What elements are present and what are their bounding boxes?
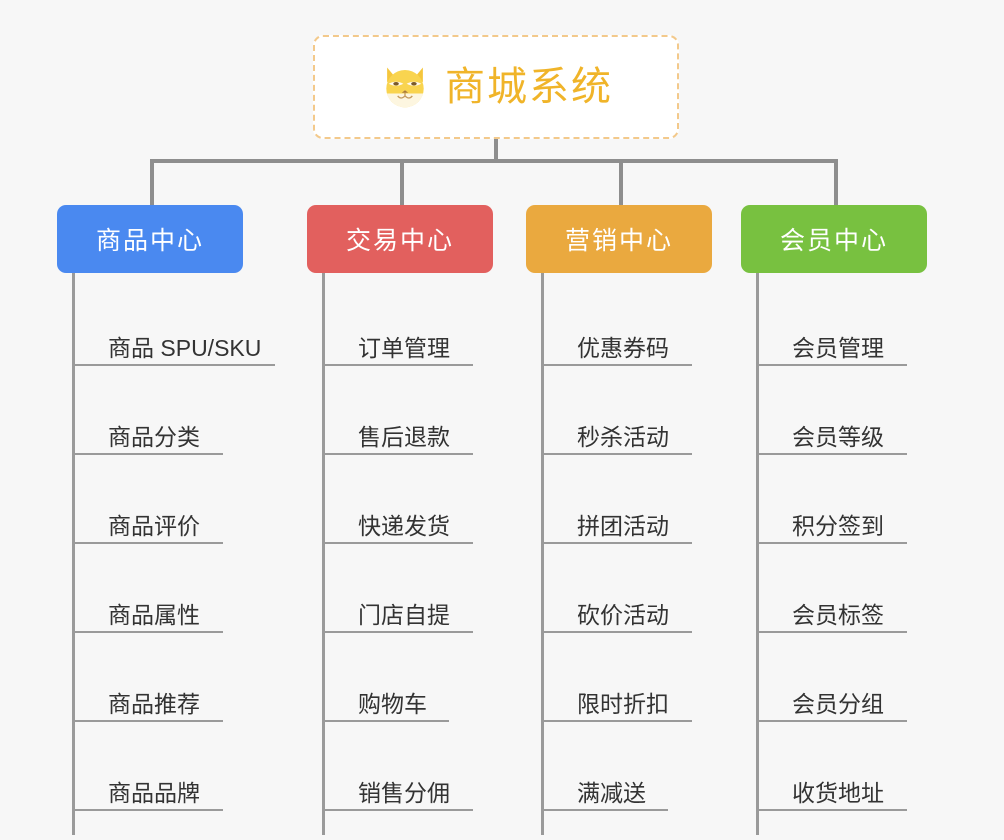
leaf-label: 砍价活动 (577, 601, 669, 628)
category-label-product-center: 商品中心 (95, 227, 204, 255)
connector-drop-member-center (834, 159, 838, 205)
leaf-underline (759, 364, 907, 366)
category-label-trade-center: 交易中心 (345, 227, 454, 255)
leaf-underline (544, 453, 692, 455)
leaf-label: 门店自提 (358, 601, 450, 628)
list-item[interactable]: 会员标签 (759, 544, 927, 633)
leaf-label: 商品评价 (108, 512, 200, 539)
root-node-title: 商城系统 (445, 65, 613, 109)
leaf-label: 商品品牌 (108, 779, 200, 806)
category-box-member-center[interactable]: 会员中心 (741, 205, 927, 273)
leaf-label: 订单管理 (358, 334, 450, 361)
branch-trade-center: 交易中心 订单管理 售后退款 快递发货 门店自提 购物车 (307, 205, 493, 835)
leaf-underline (759, 453, 907, 455)
list-item[interactable]: 砍价活动 (544, 544, 712, 633)
category-box-marketing-center[interactable]: 营销中心 (526, 205, 712, 273)
leaf-underline (75, 720, 223, 722)
leaf-underline (759, 631, 907, 633)
connector-drop-product-center (150, 159, 154, 205)
list-item[interactable]: 商品评价 (75, 455, 243, 544)
leaf-underline (759, 809, 907, 811)
leaf-underline (75, 453, 223, 455)
leaf-label: 商品 SPU/SKU (108, 334, 262, 361)
list-item[interactable]: 收货地址 (759, 722, 927, 811)
leaf-underline (759, 542, 907, 544)
leaf-label: 秒杀活动 (577, 423, 669, 450)
list-item[interactable]: 售后退款 (325, 366, 493, 455)
list-item[interactable]: 优惠券码 (544, 277, 712, 366)
list-item[interactable]: 销售分佣 (325, 722, 493, 811)
category-label-marketing-center: 营销中心 (564, 227, 673, 255)
list-item[interactable]: 购物车 (325, 633, 493, 722)
branch-product-center: 商品中心 商品 SPU/SKU 商品分类 商品评价 商品属性 商品推荐 (57, 205, 275, 835)
leaf-list-member-center: 会员管理 会员等级 积分签到 会员标签 会员分组 收货地址 (756, 273, 927, 835)
list-item[interactable]: 门店自提 (325, 544, 493, 633)
leaf-label: 快递发货 (358, 512, 450, 539)
category-box-trade-center[interactable]: 交易中心 (307, 205, 493, 273)
category-label-member-center: 会员中心 (779, 227, 888, 255)
leaf-underline (325, 542, 473, 544)
leaf-list-trade-center: 订单管理 售后退款 快递发货 门店自提 购物车 销售分佣 (322, 273, 493, 835)
leaf-underline (325, 364, 473, 366)
leaf-label: 销售分佣 (358, 779, 450, 806)
leaf-underline (325, 631, 473, 633)
leaf-label: 售后退款 (358, 423, 450, 450)
list-item[interactable]: 限时折扣 (544, 633, 712, 722)
root-node-shop-system[interactable]: 商城系统 (313, 35, 679, 139)
leaf-label: 会员标签 (792, 601, 884, 628)
connector-horizontal-bus (150, 159, 838, 163)
leaf-underline (325, 720, 449, 722)
connector-drop-marketing-center (619, 159, 623, 205)
list-item[interactable]: 秒杀活动 (544, 366, 712, 455)
leaf-label: 满减送 (577, 779, 646, 806)
leaf-underline (544, 364, 692, 366)
leaf-label: 收货地址 (792, 779, 884, 806)
leaf-underline (75, 364, 275, 366)
list-item[interactable]: 订单管理 (325, 277, 493, 366)
leaf-label: 限时折扣 (577, 690, 669, 717)
list-item[interactable]: 商品 SPU/SKU (75, 277, 275, 366)
leaf-underline (544, 809, 668, 811)
leaf-label: 拼团活动 (577, 512, 669, 539)
connector-trunk (494, 139, 498, 161)
branch-member-center: 会员中心 会员管理 会员等级 积分签到 会员标签 会员分组 (741, 205, 927, 835)
list-item[interactable]: 会员分组 (759, 633, 927, 722)
category-box-product-center[interactable]: 商品中心 (57, 205, 243, 273)
leaf-underline (75, 631, 223, 633)
leaf-underline (544, 631, 692, 633)
leaf-label: 优惠券码 (577, 334, 669, 361)
branch-marketing-center: 营销中心 优惠券码 秒杀活动 拼团活动 砍价活动 限时折扣 (526, 205, 712, 835)
leaf-label: 商品分类 (108, 423, 200, 450)
leaf-label: 会员管理 (792, 334, 884, 361)
leaf-label: 会员分组 (792, 690, 884, 717)
leaf-underline (325, 453, 473, 455)
leaf-label: 购物车 (358, 690, 427, 717)
list-item[interactable]: 积分签到 (759, 455, 927, 544)
list-item[interactable]: 商品分类 (75, 366, 243, 455)
list-item[interactable]: 商品品牌 (75, 722, 243, 811)
leaf-label: 会员等级 (792, 423, 884, 450)
list-item[interactable]: 商品属性 (75, 544, 243, 633)
leaf-label: 积分签到 (792, 512, 884, 539)
leaf-underline (325, 809, 473, 811)
leaf-underline (75, 542, 223, 544)
leaf-list-marketing-center: 优惠券码 秒杀活动 拼团活动 砍价活动 限时折扣 满减送 (541, 273, 712, 835)
connector-drop-trade-center (400, 159, 404, 205)
list-item[interactable]: 商品推荐 (75, 633, 243, 722)
leaf-underline (544, 542, 692, 544)
leaf-underline (75, 809, 223, 811)
leaf-list-product-center: 商品 SPU/SKU 商品分类 商品评价 商品属性 商品推荐 商品品牌 (72, 273, 275, 835)
leaf-underline (544, 720, 692, 722)
list-item[interactable]: 拼团活动 (544, 455, 712, 544)
list-item[interactable]: 满减送 (544, 722, 712, 811)
list-item[interactable]: 会员等级 (759, 366, 927, 455)
list-item[interactable]: 会员管理 (759, 277, 927, 366)
leaf-label: 商品推荐 (108, 690, 200, 717)
list-item[interactable]: 快递发货 (325, 455, 493, 544)
leaf-underline (759, 720, 907, 722)
leaf-label: 商品属性 (108, 601, 200, 628)
shiba-dog-face-icon (386, 67, 424, 109)
